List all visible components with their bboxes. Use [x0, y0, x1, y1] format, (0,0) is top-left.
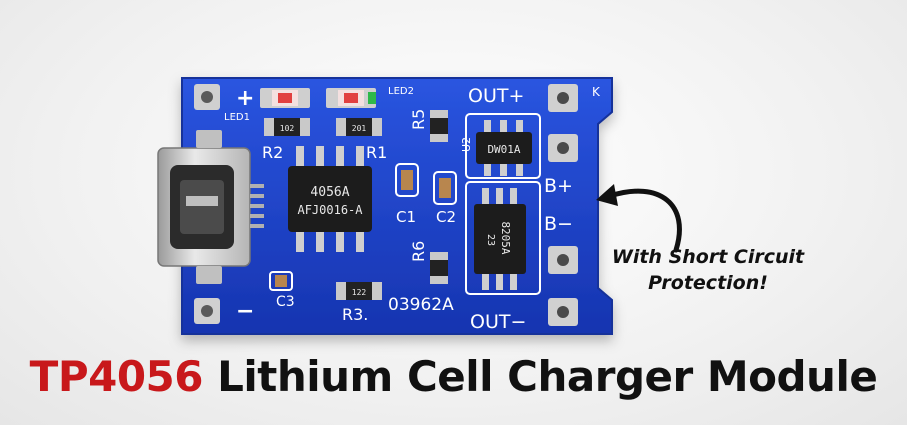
callout-line1: With Short Circuit: [611, 246, 805, 268]
title-description: Lithium Cell Charger Module: [217, 352, 878, 401]
led-indicators: [260, 88, 376, 108]
silk-r2: R2: [262, 143, 283, 162]
left-pads: [194, 84, 220, 324]
chip-mosfet-line2: 23: [485, 234, 496, 246]
silk-led2: LED2: [388, 86, 414, 97]
resistor-r1-code: 201: [352, 124, 367, 133]
silk-r1: R1: [366, 143, 387, 162]
short-circuit-callout: With Short Circuit Protection!: [588, 244, 828, 296]
callout-line2: Protection!: [648, 272, 768, 294]
chip-protect-line1: DW01A: [487, 143, 520, 156]
silk-c1: C1: [396, 208, 416, 226]
page-title: TP4056 Lithium Cell Charger Module: [0, 352, 907, 401]
resistor-r2-code: 102: [280, 124, 295, 133]
right-pads: [548, 84, 578, 326]
silk-minus: −: [236, 299, 254, 324]
capacitors: [269, 163, 457, 291]
dw01a-chip: [476, 120, 532, 176]
8205a-chip: [474, 188, 526, 290]
chip-mosfet-line1: 8205A: [499, 221, 512, 254]
silk-u2: U2: [460, 137, 473, 152]
resistors: [264, 110, 448, 300]
silk-b-minus: B−: [544, 213, 573, 235]
silk-r5: R5: [409, 109, 428, 130]
silk-out-plus: OUT+: [468, 85, 524, 107]
silk-c2: C2: [436, 208, 456, 226]
callout-arrow: [596, 184, 682, 253]
resistor-r3-code: 122: [352, 288, 367, 297]
silk-k: K: [592, 85, 601, 99]
silk-c3: C3: [276, 294, 295, 310]
chip-main-line1: 4056A: [310, 185, 349, 200]
silk-r3: R3.: [342, 305, 368, 324]
silk-r6: R6: [409, 241, 428, 262]
chip-main-line2: AFJ0016-A: [297, 203, 363, 217]
silk-led1: LED1: [224, 112, 250, 123]
micro-usb-connector: [157, 130, 264, 284]
silk-out-minus: OUT−: [470, 311, 526, 333]
silk-b-plus: B+: [544, 175, 573, 197]
silk-plus: +: [236, 86, 254, 111]
silkscreen-outlines: [465, 113, 541, 295]
title-model: TP4056: [29, 352, 204, 401]
silk-board-code: 03962A: [388, 295, 454, 315]
tp4056-chip: [288, 146, 372, 252]
